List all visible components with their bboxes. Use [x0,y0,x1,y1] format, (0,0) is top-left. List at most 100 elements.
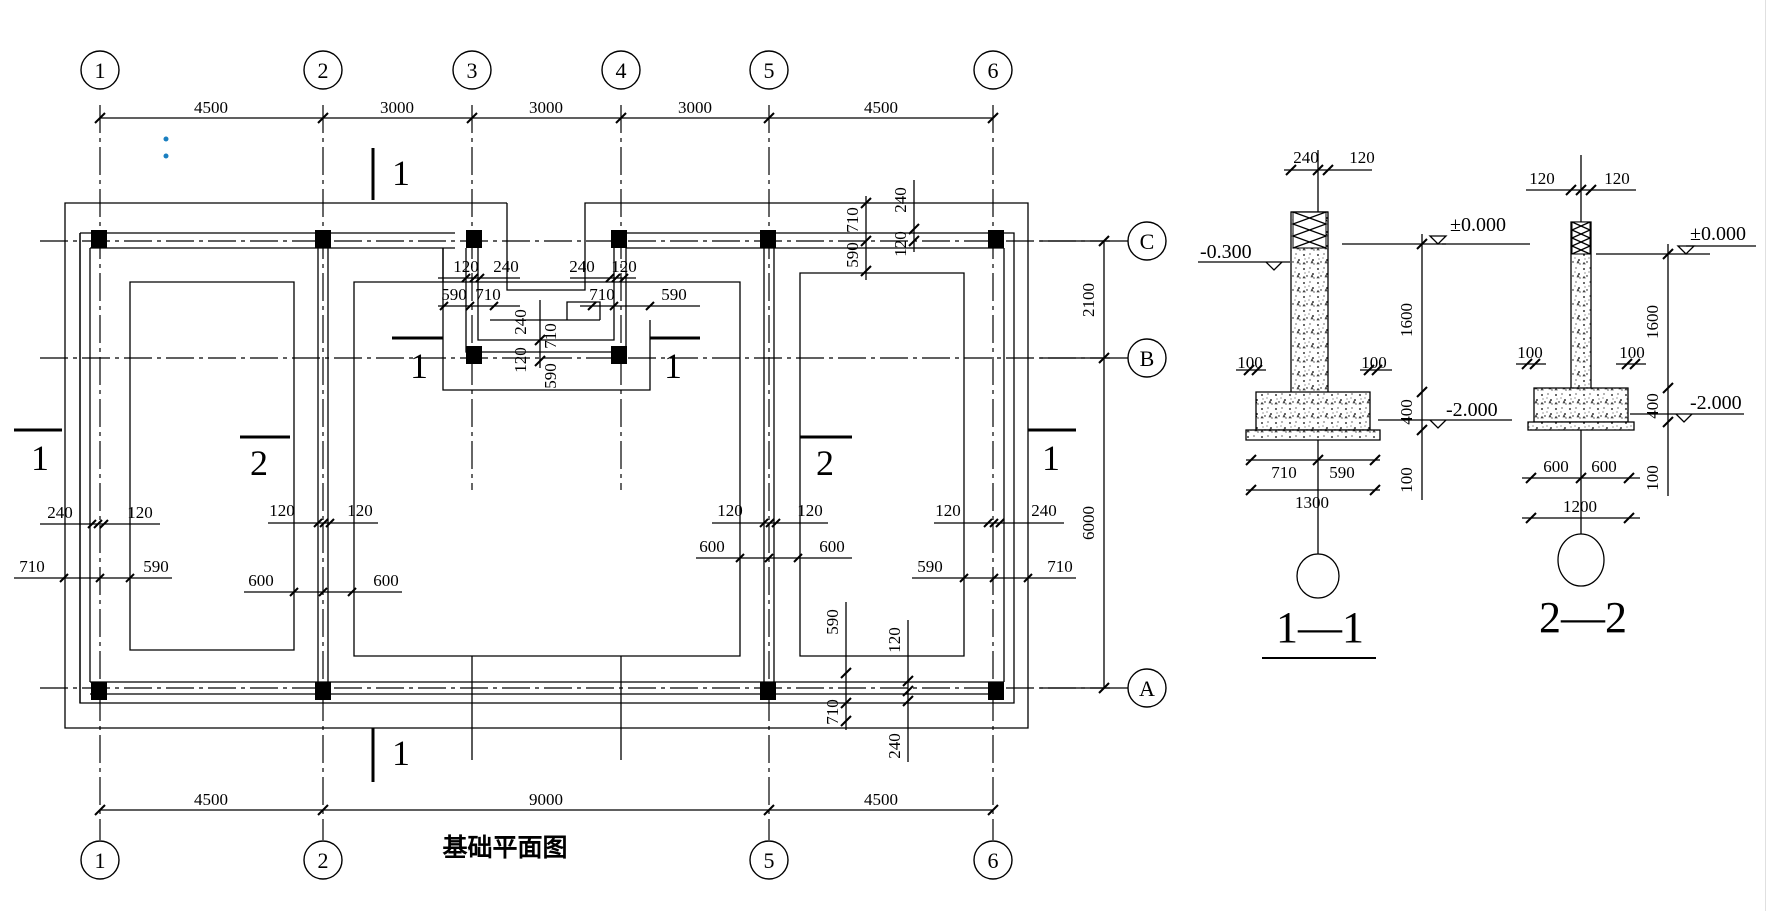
dim-top-1: 4500 [194,98,228,117]
dim-bv-240: 240 [885,733,904,759]
s2-base-width: 1200 [1563,497,1597,516]
dim-recess-590b: 590 [661,285,687,304]
cut-1-bottom: 1 [392,733,410,773]
s2-dim-left: 120 [1529,169,1555,188]
dim-left-710: 710 [19,557,45,576]
grip-dot [163,153,169,159]
dim-left-120: 120 [127,503,153,522]
dim-w2-600a: 600 [248,571,274,590]
dim-right-1: 2100 [1079,283,1098,317]
dim-bv-120: 120 [885,627,904,653]
s2-base-right: 600 [1591,457,1617,476]
dim-tr-710: 710 [843,207,862,233]
s1-base-right: 590 [1329,463,1355,482]
axis-label-bottom-6: 6 [988,848,999,873]
vertical-scrollbar[interactable] [1765,0,1776,911]
s1-title: 1—1 [1276,603,1364,652]
dim-top-2: 3000 [380,98,414,117]
axis-label-bottom-5: 5 [764,848,775,873]
dim-top-3: 3000 [529,98,563,117]
axis-label-top-4: 4 [616,58,627,83]
dim-right-590: 590 [917,557,943,576]
dim-top-4: 3000 [678,98,712,117]
dim-right-120: 120 [935,501,961,520]
axis-lines [40,105,1110,840]
axis-label-A: A [1139,676,1155,701]
dim-w5-600a: 600 [699,537,725,556]
axis-label-B: B [1140,346,1155,371]
s1-base-left: 710 [1271,463,1297,482]
dim-recess-240v: 240 [511,309,530,335]
s2-elev-top: ±0.000 [1690,223,1746,245]
dim-recess-710v: 710 [541,323,560,349]
s1-elev-bottom: -2.000 [1446,399,1498,421]
s1-base-width: 1300 [1295,493,1329,512]
section-1-1: 240 120 ±0.000 -0.300 -2.000 1600 400 10… [1198,148,1530,658]
plan-title: 基础平面图 [442,833,567,862]
cut-1-left: 1 [31,438,49,478]
axis-label-bottom-1: 1 [95,848,106,873]
footing-outline [65,203,1028,760]
dim-recess-590v: 590 [541,363,560,389]
axis-bubbles-right: C B A [1040,222,1166,707]
s1-dim-240: 240 [1293,148,1319,167]
dim-bv-590: 590 [823,609,842,635]
columns [91,230,1004,700]
s1-h-footing: 400 [1397,399,1416,425]
dim-top-5: 4500 [864,98,898,117]
dim-w5-120a: 120 [717,501,743,520]
dim-recess-240a: 240 [493,257,519,276]
dim-tr-240: 240 [891,187,910,213]
cut-1-top: 1 [392,153,410,193]
axis-label-bottom-2: 2 [318,848,329,873]
dimension-chain-bottom: 4500 9000 4500 [95,790,998,815]
s2-offset-left: 100 [1517,343,1543,362]
dim-right-2: 6000 [1079,506,1098,540]
s2-dim-right: 120 [1604,169,1630,188]
cut-2-left: 2 [250,443,268,483]
s1-elev-ground: -0.300 [1200,241,1252,263]
dim-tr-120: 120 [891,231,910,257]
local-dimensions: 240 120 710 590 120 120 600 600 [14,180,1076,762]
dim-w2-600b: 600 [373,571,399,590]
dim-recess-710a: 710 [475,285,501,304]
s2-h-pad: 100 [1643,465,1662,491]
grip-dot [163,136,169,142]
axis-label-top-1: 1 [95,58,106,83]
dim-recess-120a: 120 [453,257,479,276]
foundation-plan: 1 2 3 4 5 6 1 2 5 6 C B A [14,51,1166,879]
dim-recess-240b: 240 [569,257,595,276]
axis-label-top-2: 2 [318,58,329,83]
cut-1-recess-left: 1 [410,346,428,386]
cut-2-right: 2 [816,443,834,483]
section-marks: 1 1 1 1 2 2 1 1 [14,148,1076,782]
s1-elev-top: ±0.000 [1450,214,1506,236]
s2-base-left: 600 [1543,457,1569,476]
axis-label-top-5: 5 [764,58,775,83]
dim-recess-590a: 590 [441,285,467,304]
s1-h-wall: 1600 [1397,303,1416,337]
dim-bottom-2: 9000 [529,790,563,809]
s1-offset-right: 100 [1361,353,1387,372]
dim-recess-710b: 710 [589,285,615,304]
axis-label-top-3: 3 [467,58,478,83]
axis-bubbles-bottom: 1 2 5 6 [81,841,1012,879]
dim-w2-120a: 120 [269,501,295,520]
dim-left-240: 240 [47,503,73,522]
dim-left-590: 590 [143,557,169,576]
cut-1-right: 1 [1042,438,1060,478]
dimension-chain-right: 2100 6000 [1079,236,1109,693]
dim-w5-600b: 600 [819,537,845,556]
axis-bubbles-top: 1 2 3 4 5 6 [81,51,1012,89]
s1-offset-left: 100 [1237,353,1263,372]
dim-right-710: 710 [1047,557,1073,576]
dim-bv-710: 710 [823,699,842,725]
s1-dim-120: 120 [1349,148,1375,167]
s2-offset-right: 100 [1619,343,1645,362]
dim-bottom-1: 4500 [194,790,228,809]
s2-title: 2—2 [1539,593,1627,642]
cut-1-recess-right: 1 [664,346,682,386]
s2-h-wall: 1600 [1643,305,1662,339]
dimension-chain-top: 4500 3000 3000 3000 4500 [95,98,998,123]
